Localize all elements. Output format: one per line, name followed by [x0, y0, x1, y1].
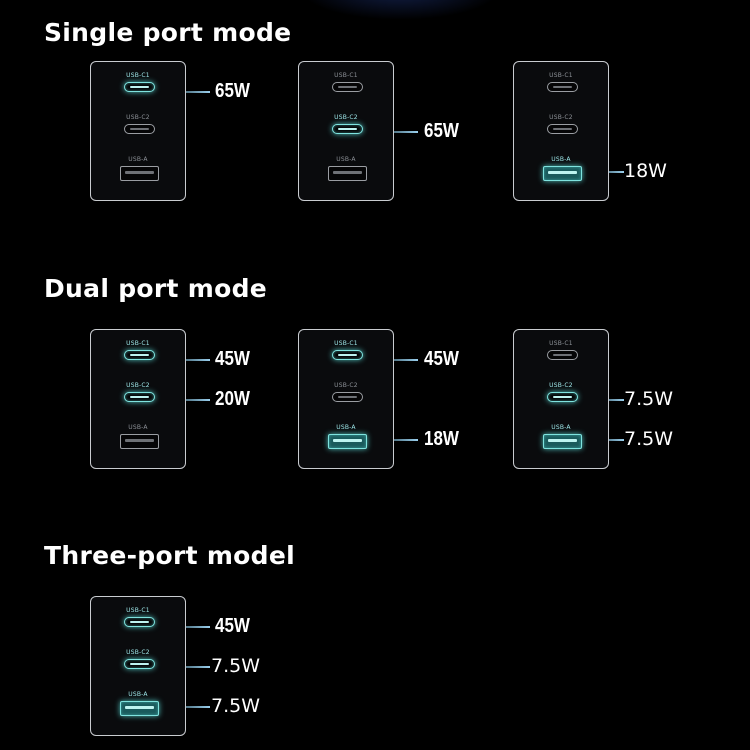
port-label: USB-C1: [549, 72, 573, 79]
port-label: USB-C2: [126, 649, 150, 656]
wattage-label: 65W: [424, 120, 459, 142]
usb-c-port-icon: [124, 617, 155, 627]
port-label: USB-C1: [334, 340, 358, 347]
wattage-label: 18W: [624, 160, 667, 182]
wattage-label: 18W: [424, 428, 459, 450]
leader-line: [168, 666, 210, 668]
port-label: USB-C2: [334, 382, 358, 389]
usb-c-port-icon: [547, 82, 578, 92]
top-glow: [300, 0, 500, 20]
usb-a-port-icon: [328, 166, 367, 181]
wattage-label: 7.5W: [211, 655, 261, 677]
usb-a-port-icon: [120, 166, 159, 181]
port-label: USB-A: [128, 691, 148, 698]
usb-a-port-icon: [120, 434, 159, 449]
leader-line: [376, 131, 418, 133]
leader-line: [376, 439, 418, 441]
port-label: USB-A: [128, 424, 148, 431]
wattage-label: 7.5W: [211, 695, 261, 717]
wattage-label: 45W: [215, 615, 250, 637]
usb-c-port-icon: [547, 392, 578, 402]
usb-c-port-icon: [547, 124, 578, 134]
leader-line: [168, 91, 210, 93]
port-label: USB-A: [551, 156, 571, 163]
usb-c-port-icon: [124, 350, 155, 360]
port-label: USB-C1: [126, 72, 150, 79]
port-label: USB-A: [336, 424, 356, 431]
wattage-label: 45W: [424, 348, 459, 370]
section-title-dual: Dual port mode: [44, 274, 268, 303]
leader-line: [168, 399, 210, 401]
wattage-label: 7.5W: [624, 388, 674, 410]
port-label: USB-C1: [549, 340, 573, 347]
wattage-label: 20W: [215, 388, 250, 410]
wattage-label: 65W: [215, 80, 250, 102]
port-label: USB-A: [336, 156, 356, 163]
port-label: USB-A: [551, 424, 571, 431]
usb-c-port-icon: [124, 124, 155, 134]
port-label: USB-C2: [334, 114, 358, 121]
usb-c-port-icon: [332, 82, 363, 92]
section-title-three: Three-port model: [44, 541, 295, 570]
wattage-label: 45W: [215, 348, 250, 370]
leader-line: [168, 359, 210, 361]
port-label: USB-C2: [126, 382, 150, 389]
port-label: USB-C1: [126, 607, 150, 614]
port-label: USB-C1: [334, 72, 358, 79]
usb-a-port-icon: [328, 434, 367, 449]
usb-c-port-icon: [124, 659, 155, 669]
section-title-single: Single port mode: [44, 18, 292, 47]
port-label: USB-A: [128, 156, 148, 163]
port-label: USB-C1: [126, 340, 150, 347]
port-label: USB-C2: [549, 114, 573, 121]
usb-c-port-icon: [547, 350, 578, 360]
usb-c-port-icon: [332, 350, 363, 360]
usb-c-port-icon: [124, 82, 155, 92]
usb-a-port-icon: [120, 701, 159, 716]
leader-line: [168, 626, 210, 628]
port-label: USB-C2: [549, 382, 573, 389]
leader-line: [168, 706, 210, 708]
wattage-label: 7.5W: [624, 428, 674, 450]
usb-c-port-icon: [124, 392, 155, 402]
usb-c-port-icon: [332, 392, 363, 402]
leader-line: [376, 359, 418, 361]
usb-c-port-icon: [332, 124, 363, 134]
usb-a-port-icon: [543, 434, 582, 449]
port-label: USB-C2: [126, 114, 150, 121]
usb-a-port-icon: [543, 166, 582, 181]
